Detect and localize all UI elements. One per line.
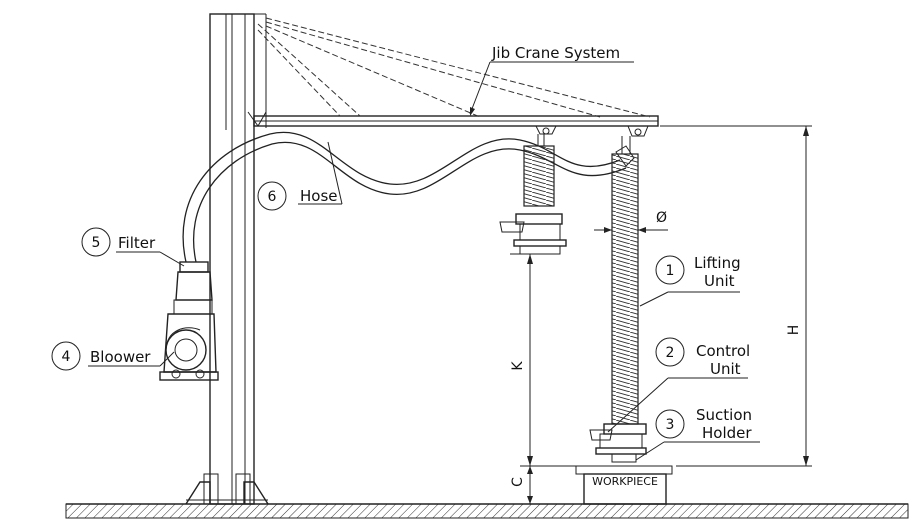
jib-arm bbox=[247, 17, 659, 137]
retracted-lifting-unit bbox=[499, 134, 567, 255]
callout-blower bbox=[51, 341, 175, 371]
callout-filter bbox=[81, 227, 185, 267]
callout-suction-holder bbox=[635, 409, 760, 461]
callout-control-unit-label-1: Control bbox=[696, 342, 750, 360]
dimension-c bbox=[527, 466, 533, 504]
callout-hose-label: Hose bbox=[300, 187, 338, 205]
callout-filter-number: 5 bbox=[92, 235, 101, 251]
floor bbox=[65, 503, 909, 519]
callout-lifting-unit-number: 1 bbox=[666, 263, 675, 279]
dimension-k-label: K bbox=[510, 361, 526, 371]
dimension-h-label: H bbox=[786, 325, 802, 336]
callout-filter-label: Filter bbox=[118, 234, 156, 252]
callout-lifting-unit-label-2: Unit bbox=[704, 272, 735, 290]
dimension-diameter-label: Ø bbox=[656, 210, 667, 226]
callout-control-unit-number: 2 bbox=[666, 345, 675, 361]
blower-unit bbox=[159, 261, 219, 381]
workpiece-label: WORKPIECE bbox=[592, 475, 658, 488]
callout-suction-holder-number: 3 bbox=[666, 417, 675, 433]
callout-lifting-unit bbox=[639, 255, 740, 307]
callout-control-unit bbox=[607, 337, 748, 433]
callout-lifting-unit-label-1: Lifting bbox=[694, 254, 741, 272]
callout-suction-holder-label-1: Suction bbox=[696, 406, 752, 424]
callout-blower-number: 4 bbox=[62, 349, 71, 365]
dimension-c-label: C bbox=[510, 477, 526, 487]
callout-control-unit-label-2: Unit bbox=[710, 360, 741, 378]
dimension-diameter bbox=[594, 227, 668, 233]
title-leader bbox=[469, 61, 634, 116]
dimension-k bbox=[510, 253, 590, 467]
callout-hose bbox=[257, 141, 343, 211]
title-label: Jib Crane System bbox=[491, 44, 620, 62]
callout-blower-label: Bloower bbox=[90, 348, 151, 366]
lifting-unit bbox=[589, 136, 647, 463]
pillar bbox=[185, 13, 269, 505]
callout-hose-number: 6 bbox=[268, 189, 277, 205]
dimension-h bbox=[660, 125, 812, 467]
workpiece bbox=[575, 465, 673, 505]
callout-suction-holder-label-2: Holder bbox=[702, 424, 752, 442]
